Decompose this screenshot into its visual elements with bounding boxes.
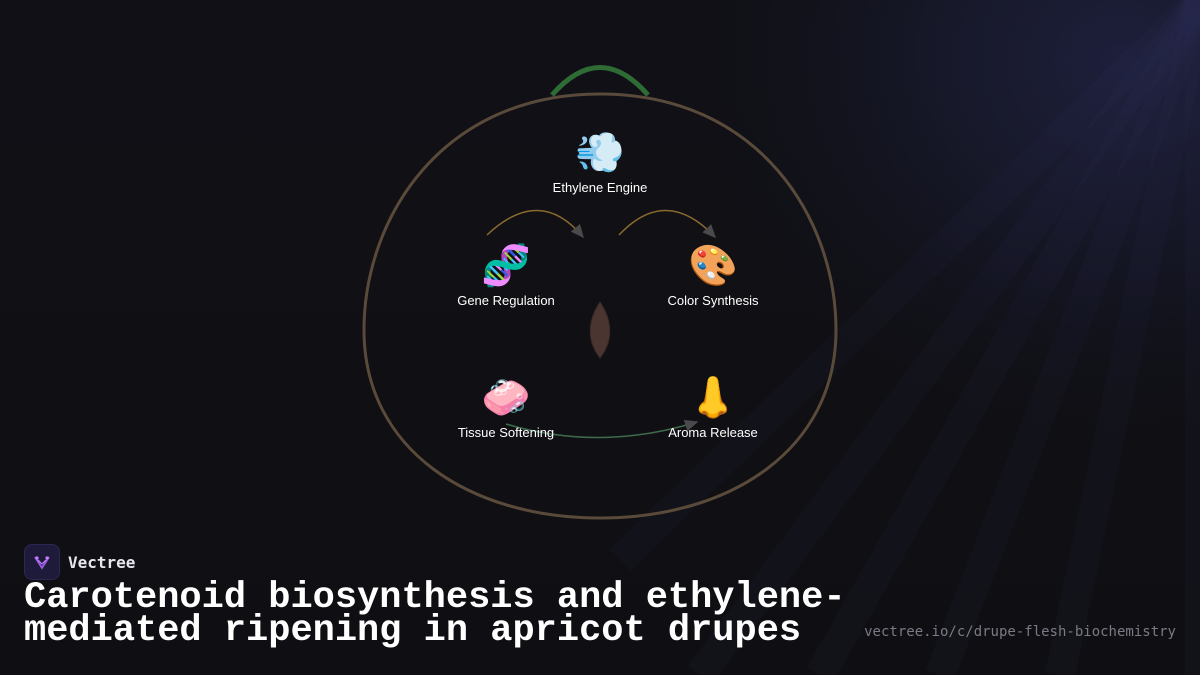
page-title: Carotenoid biosynthesis and ethylene-med… [24, 577, 846, 652]
node-label: Ethylene Engine [552, 180, 648, 195]
node-ethylene-engine: 💨 Ethylene Engine [520, 130, 680, 195]
arrow-tissue-to-aroma [505, 419, 699, 439]
fruit-stem [550, 65, 650, 97]
soap-icon: 🧼 [481, 375, 531, 421]
arrow-gene-to-ethylene [486, 209, 584, 239]
arrow-ethylene-to-color [618, 209, 717, 239]
node-aroma-release: 👃 Aroma Release [633, 375, 793, 440]
dash-wind-icon: 💨 [575, 130, 625, 176]
fruit-outline [362, 92, 838, 520]
seed-pit [589, 301, 611, 359]
node-tissue-softening: 🧼 Tissue Softening [426, 375, 586, 440]
node-gene-regulation: 🧬 Gene Regulation [426, 243, 586, 308]
vectree-logo-icon [24, 544, 60, 580]
palette-icon: 🎨 [688, 243, 738, 289]
source-url: vectree.io/c/drupe-flesh-biochemistry [864, 624, 1176, 640]
node-label: Color Synthesis [667, 293, 759, 308]
dna-icon: 🧬 [481, 243, 531, 289]
node-label: Gene Regulation [457, 293, 555, 308]
brand-name: Vectree [68, 552, 136, 572]
brand: Vectree [24, 544, 135, 580]
node-label: Aroma Release [668, 425, 758, 440]
node-label: Tissue Softening [457, 425, 555, 440]
node-color-synthesis: 🎨 Color Synthesis [633, 243, 793, 308]
nose-icon: 👃 [688, 375, 738, 421]
